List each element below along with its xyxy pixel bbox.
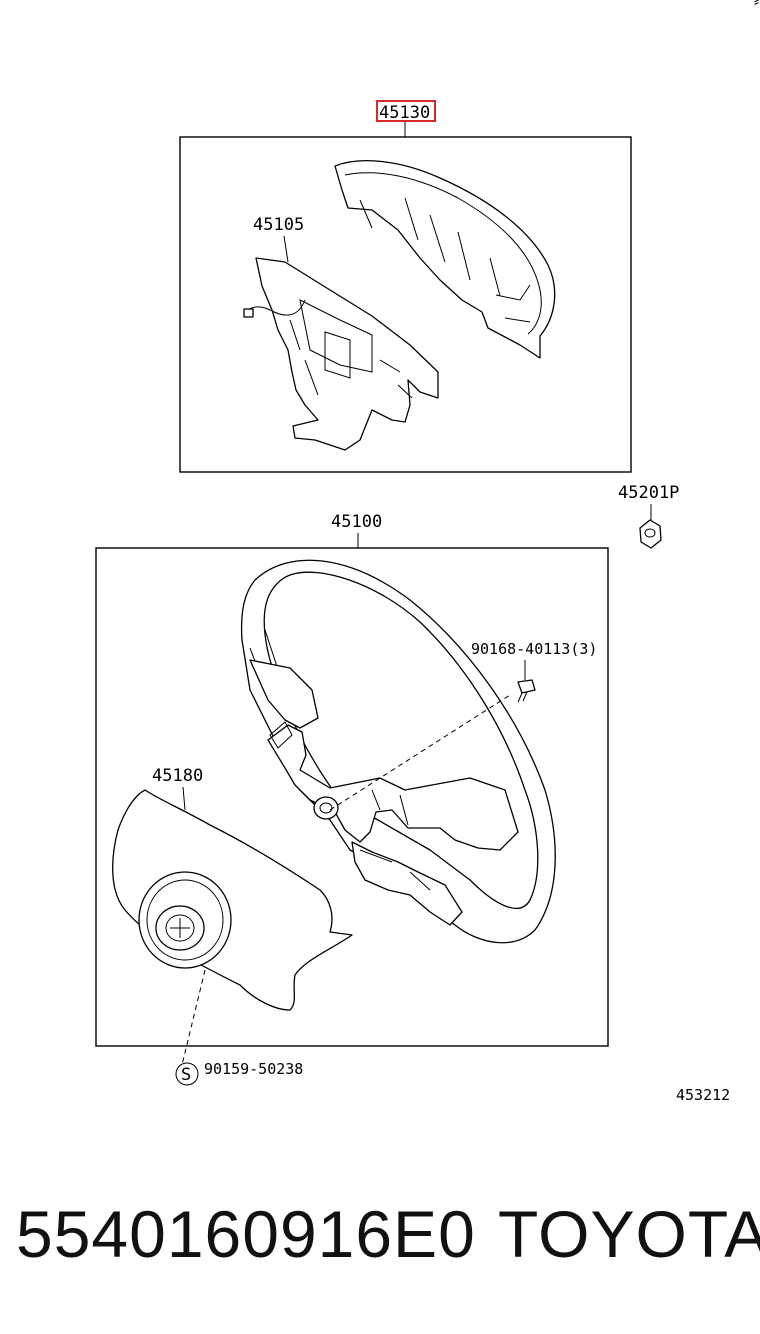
label-90159[interactable]: 90159-50238: [204, 1060, 303, 1078]
wheel-cover-drawing: [112, 789, 353, 1066]
label-45130[interactable]: 45130: [379, 103, 430, 123]
leader-45105: [283, 235, 289, 263]
frame-45100: [95, 547, 609, 1047]
label-45105[interactable]: 45105: [253, 215, 304, 235]
highlight-box-45130: [376, 100, 436, 122]
frame-45130: [179, 136, 632, 473]
bolt-90159-group: S 90159-50238: [175, 1060, 303, 1086]
label-45180[interactable]: 45180: [152, 766, 203, 786]
label-45100[interactable]: 45100: [331, 512, 382, 532]
label-45201p[interactable]: 45201P: [618, 483, 679, 503]
s-mark-circle: [175, 1062, 199, 1086]
steering-wheel-group: 45100 90168-40113(3) 45180: [95, 512, 609, 1086]
nut-group: 45201P: [618, 483, 679, 549]
brand-name: TOYOTA: [498, 1197, 760, 1271]
footer: 5540160916E0 TOYOTA: [0, 1190, 760, 1290]
figure-id: 453212: [676, 1086, 730, 1104]
wheel-spokes-drawing: [249, 659, 519, 926]
s-mark: S: [181, 1065, 191, 1085]
leader-45180: [182, 786, 186, 811]
pad-assembly-group: 45130 45105: [179, 100, 632, 473]
part-number: 5540160916E0: [16, 1197, 476, 1271]
label-90168[interactable]: 90168-40113(3): [471, 640, 597, 658]
horn-bracket-drawing: [243, 257, 439, 451]
pad-cover-drawing: [334, 159, 556, 359]
screw-drawing: [517, 679, 536, 703]
nut-drawing: [639, 519, 662, 549]
corner-mark: ⸗: [752, 0, 760, 10]
